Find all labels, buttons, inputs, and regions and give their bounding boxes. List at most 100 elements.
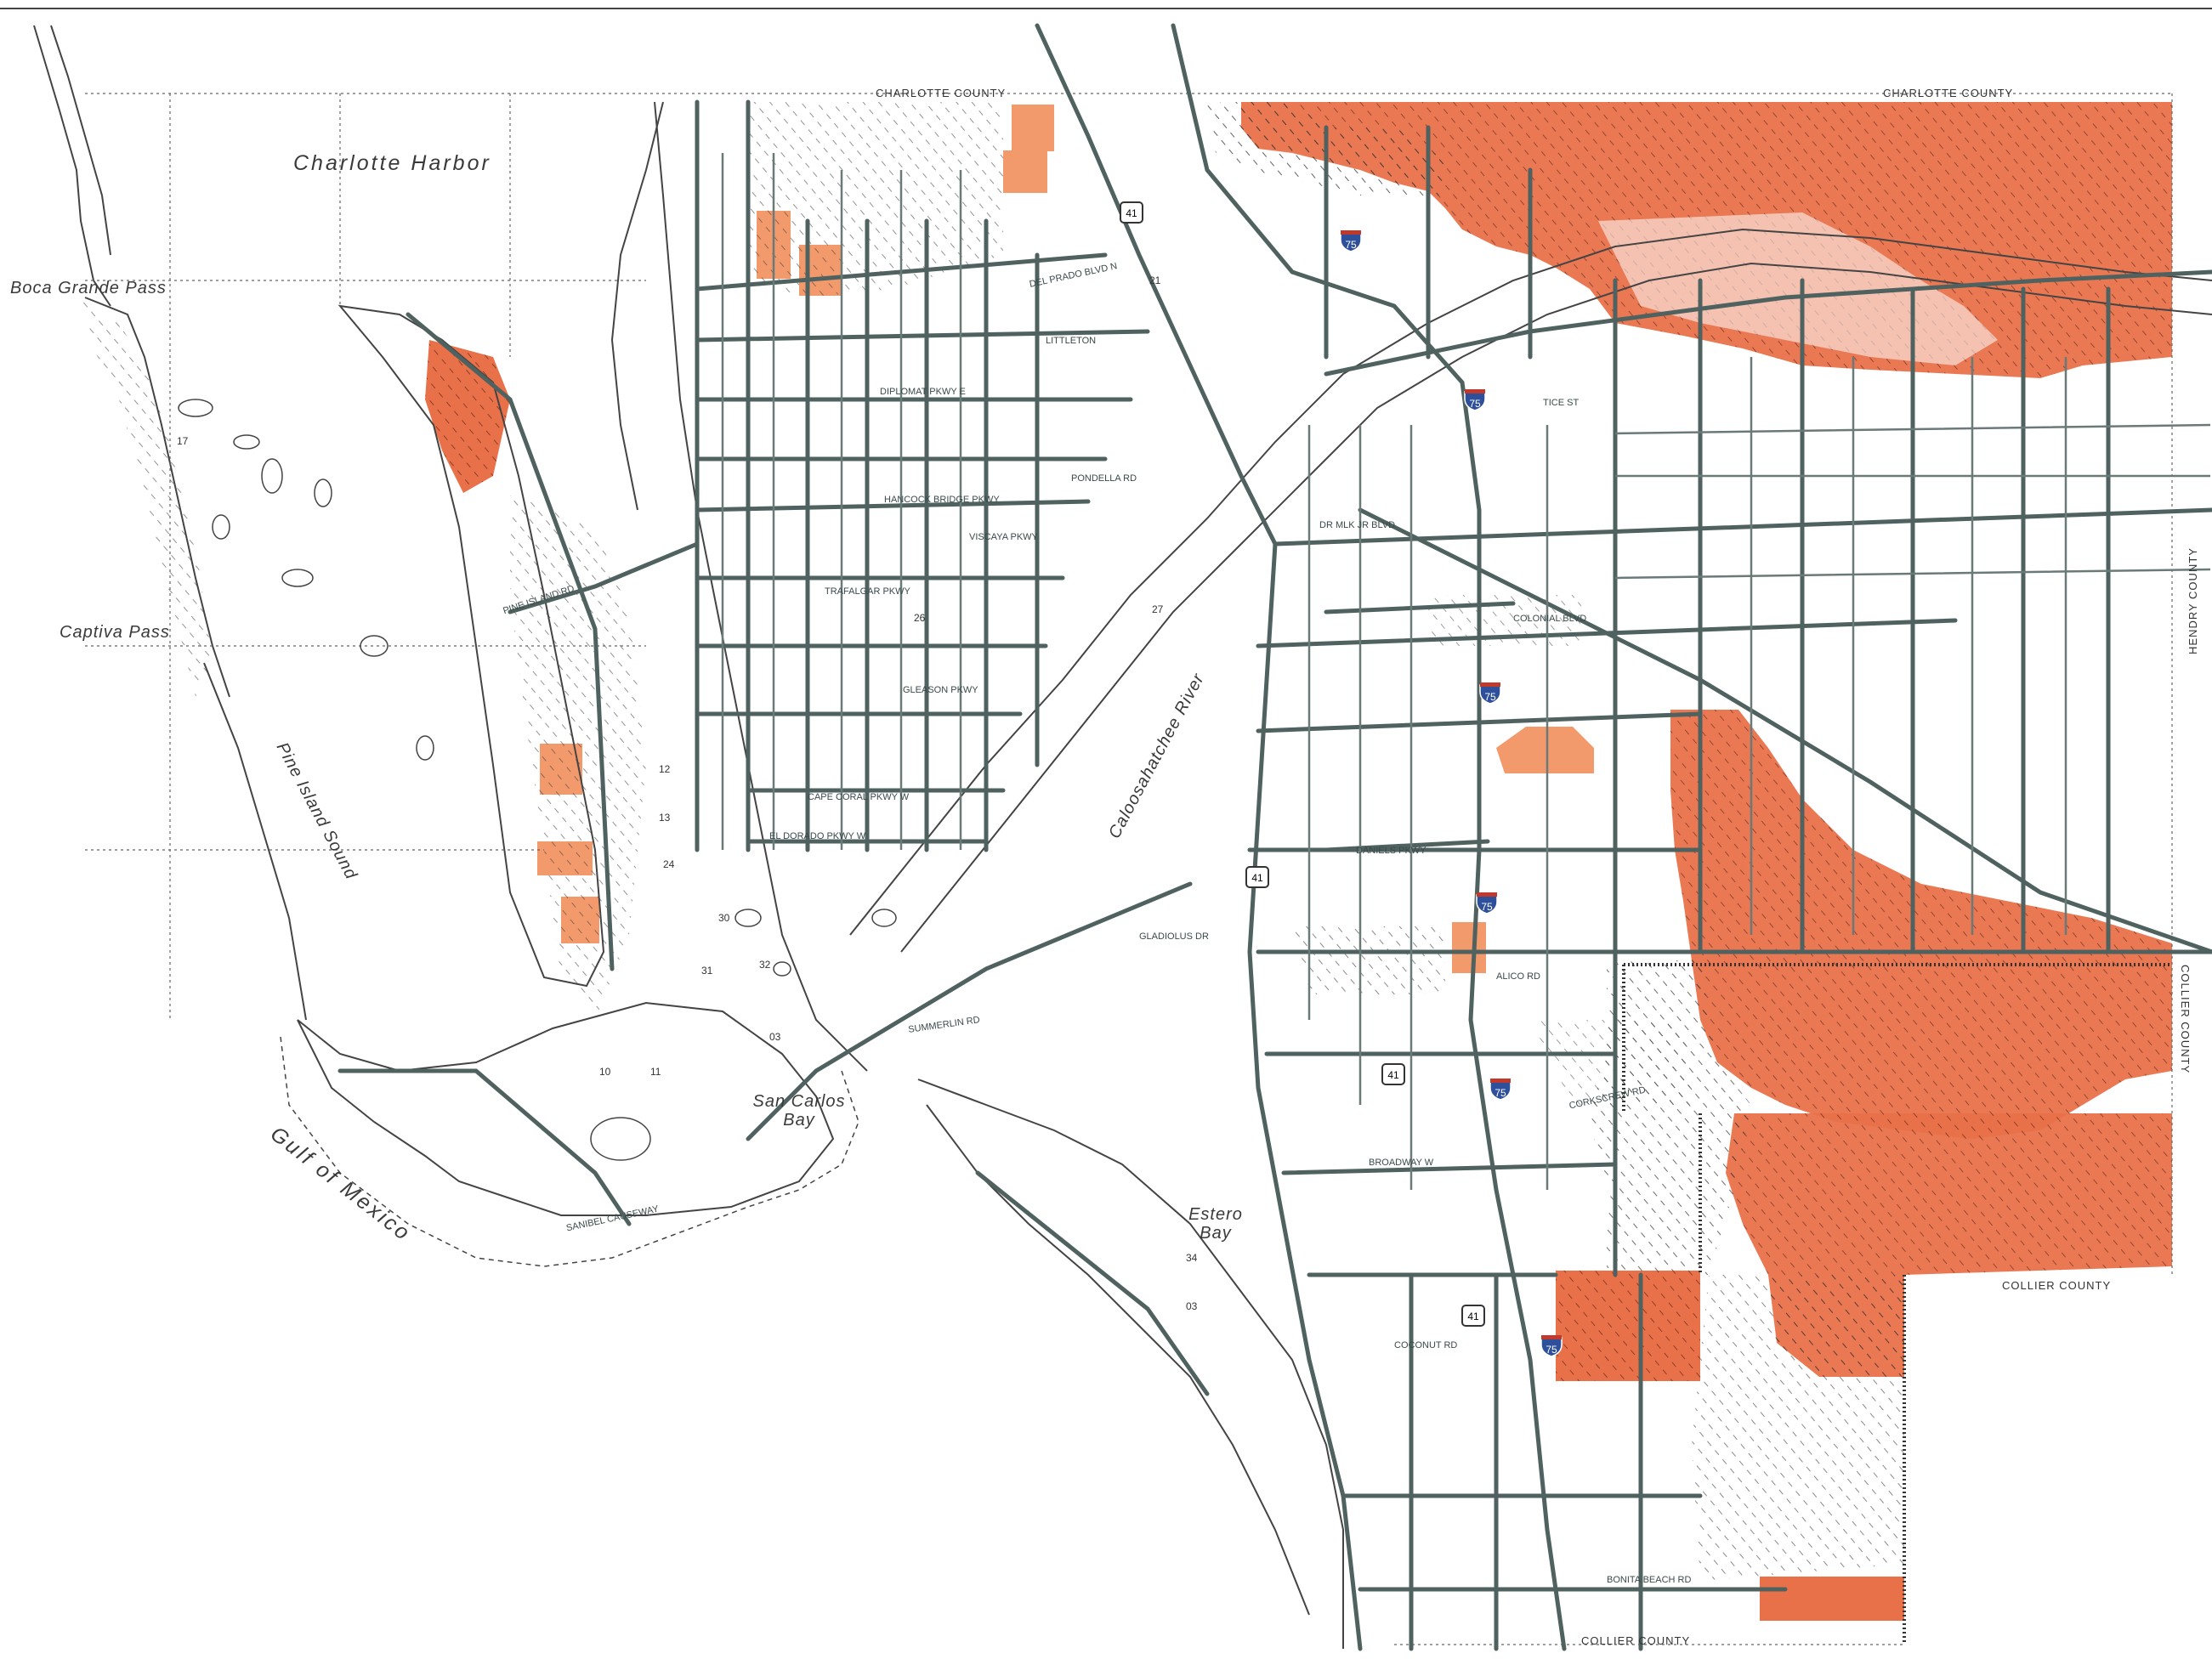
- label-broadway: BROADWAY W: [1369, 1158, 1434, 1168]
- label-viscaya: VISCAYA PKWY: [969, 532, 1038, 542]
- road-us41: [1035, 23, 1363, 1651]
- section-number: 31: [701, 965, 713, 977]
- conservation-area-nw-2: [1003, 150, 1047, 193]
- road-i75: [1171, 23, 1567, 1651]
- conservation-area-nw-1: [1012, 105, 1054, 151]
- preserve-area-central: [1292, 926, 1445, 994]
- section-number: 13: [659, 812, 671, 824]
- section-number: 10: [599, 1066, 611, 1078]
- road-pine-island: [406, 312, 615, 971]
- label-charlotte-harbor: Charlotte Harbor: [293, 151, 491, 175]
- conservation-area-bottom: [1760, 1577, 1904, 1621]
- coastline-charlotte-harbor-east: [610, 101, 664, 511]
- i75-shield-c: 75: [1476, 892, 1498, 914]
- label-gladiolus: GLADIOLUS DR: [1139, 931, 1209, 942]
- label-alico: ALICO RD: [1496, 971, 1540, 982]
- label-pondella: PONDELLA RD: [1071, 473, 1137, 484]
- svg-text:41: 41: [1126, 207, 1137, 219]
- section-number: 26: [914, 612, 926, 624]
- preserve-area-gasparilla: [81, 297, 213, 697]
- section-number: 21: [1149, 275, 1161, 286]
- label-coconut: COCONUT RD: [1394, 1340, 1458, 1350]
- i75-shield-a: 75: [1464, 388, 1486, 411]
- label-hendry-county: HENDRY COUNTY: [2186, 547, 2199, 654]
- coastline-fort-myers-beach: [926, 1104, 1310, 1616]
- road-estero-blvd: [975, 1170, 1210, 1396]
- conservation-area-ne-white-gaps: [1598, 212, 1998, 365]
- svg-text:41: 41: [1251, 872, 1263, 884]
- section-number: 30: [718, 912, 730, 924]
- conservation-area-south-i75: [1556, 1271, 1700, 1381]
- label-collier-county-bottom: COLLIER COUNTY: [1581, 1634, 1691, 1647]
- road-sr82: [1358, 507, 2212, 954]
- label-hancock-bridge: HANCOCK BRIDGE PKWY: [884, 495, 1000, 505]
- us41-shield-north: 41: [1120, 201, 1143, 224]
- svg-text:75: 75: [1469, 398, 1481, 410]
- coastline-layer: [33, 25, 2212, 1649]
- coastline-pine-island: [337, 304, 605, 988]
- road-summerlin: [746, 881, 1193, 1141]
- road-sanibel-island: [337, 1068, 632, 1226]
- section-number: 27: [1152, 603, 1164, 615]
- us41-shield-far-south: 41: [1461, 1305, 1485, 1327]
- label-cape-coral-pkwy: CAPE CORAL PKWY W: [808, 792, 910, 802]
- coastline-barrier-island-north-inner: [50, 25, 111, 256]
- label-tice: TICE ST: [1543, 398, 1580, 408]
- i75-shield-e: 75: [1540, 1334, 1563, 1357]
- coastline-captiva: [203, 662, 307, 1021]
- boundary-layer: [85, 93, 2173, 1645]
- svg-text:75: 75: [1345, 239, 1357, 251]
- label-dr-mlk: DR MLK JR BLVD: [1319, 520, 1396, 530]
- svg-text:41: 41: [1467, 1311, 1479, 1322]
- preserve-area-mid-south: [1530, 1020, 1692, 1105]
- svg-text:75: 75: [1546, 1344, 1557, 1356]
- preserve-area-southeast: [1692, 1275, 1904, 1581]
- section-lines-west: [85, 93, 646, 1020]
- road-pine-island-east: [508, 541, 700, 614]
- coastline-sanibel: [297, 1001, 835, 1216]
- i75-shield-d: 75: [1489, 1078, 1512, 1101]
- label-estero-bay: Estero Bay: [1188, 1205, 1243, 1243]
- svg-text:41: 41: [1387, 1069, 1399, 1081]
- river-caloosahatchee-south: [900, 262, 2212, 953]
- preserve-area-nw: [748, 102, 1003, 297]
- section-number: 11: [650, 1066, 661, 1078]
- road-sr80: [1324, 269, 2212, 377]
- section-number: 34: [1186, 1252, 1198, 1264]
- label-trafalgar: TRAFALGAR PKWY: [825, 586, 910, 597]
- label-collier-county-mid: COLLIER COUNTY: [2002, 1279, 2112, 1292]
- section-number: 03: [769, 1031, 781, 1043]
- i75-shield-north: 75: [1340, 229, 1362, 252]
- islands-layer: [178, 399, 897, 1161]
- label-littleton: LITTLETON: [1046, 336, 1097, 346]
- label-boca-grande-pass: Boca Grande Pass: [10, 279, 167, 297]
- label-daniels: DANIELS PKWY: [1356, 846, 1426, 856]
- conservation-area-center: [1496, 727, 1594, 773]
- label-bonita-beach: BONITA BEACH RD: [1607, 1575, 1692, 1585]
- label-charlotte-county-east: CHARLOTTE COUNTY: [1883, 87, 2014, 99]
- label-san-carlos-bay: San Carlos Bay: [752, 1092, 846, 1130]
- label-colonial: COLONIAL BLVD: [1513, 614, 1587, 624]
- label-collier-county-right: COLLIER COUNTY: [2179, 965, 2192, 1074]
- label-diplomat-pkwy: DIPLOMAT PKWY E: [880, 387, 966, 397]
- label-el-dorado: EL DORADO PKWY W: [769, 831, 866, 841]
- road-network: [337, 23, 2212, 1651]
- section-number: 32: [759, 959, 771, 971]
- section-number: 12: [659, 763, 671, 775]
- coastline-estero-bay: [917, 1079, 1344, 1649]
- highway-shields: 75 75 75 75 75 75 41 41 41 41: [1120, 201, 1563, 1357]
- svg-text:75: 75: [1484, 691, 1496, 703]
- coastline-barrier-island-north: [33, 25, 111, 307]
- label-charlotte-county-west: CHARLOTTE COUNTY: [876, 87, 1007, 99]
- i75-shield-b: 75: [1479, 682, 1501, 705]
- section-number: 17: [177, 435, 189, 447]
- label-captiva-pass: Captiva Pass: [60, 623, 170, 642]
- section-number: 03: [1186, 1300, 1198, 1312]
- gulf-boundary-dashed: [280, 1036, 859, 1267]
- conservation-lands-layer: [81, 102, 2172, 1621]
- preserve-area-pine-island: [510, 493, 646, 1020]
- conservation-area-east-mid: [1670, 710, 2172, 1139]
- river-caloosahatchee-north: [849, 228, 2212, 936]
- label-gleason: GLEASON PKWY: [903, 685, 978, 695]
